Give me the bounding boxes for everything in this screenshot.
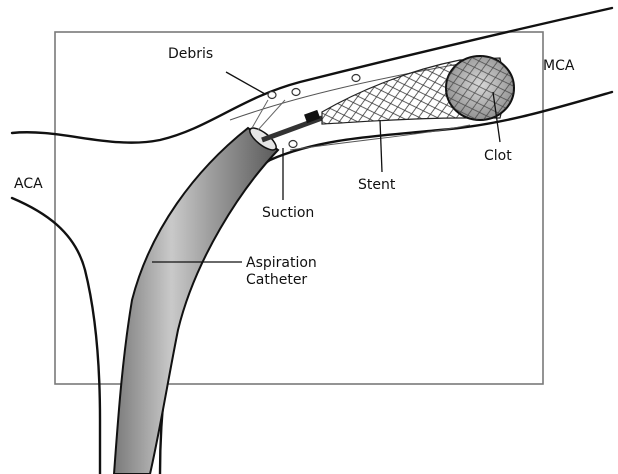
vessel-wall-outer [12,198,100,474]
aspiration-catheter [114,128,278,474]
stent-shaft [262,118,322,140]
label-stent: Stent [358,177,396,193]
label-aspiration: Aspiration [246,255,317,271]
label-catheter: Catheter [246,272,307,288]
suction-lines [252,100,285,130]
label-mca: MCA [543,58,575,74]
debris-particle [352,75,360,82]
label-clot: Clot [484,148,512,164]
label-aca: ACA [14,176,43,192]
clot-mesh-overlay [446,56,514,120]
leader-debris [226,72,265,94]
label-suction: Suction [262,205,314,221]
label-debris: Debris [168,46,213,62]
debris-particle [289,141,297,148]
leader-stent [380,120,382,172]
debris-particle [268,92,276,99]
debris-particle [292,89,300,96]
vessel-walls [12,8,612,474]
